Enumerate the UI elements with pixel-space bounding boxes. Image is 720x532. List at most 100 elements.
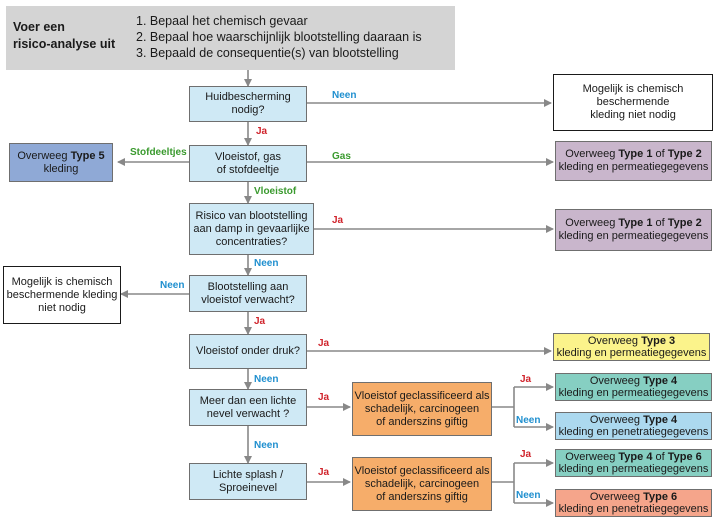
- outcome-pre: Overweeg: [589, 375, 644, 387]
- outcome-type: Type 2: [667, 148, 702, 160]
- c1-line: schadelijk, carcinogeen: [364, 402, 480, 415]
- outcome-post: kleding: [43, 162, 79, 175]
- c2-line: of anderszins giftig: [376, 490, 468, 503]
- outcome-mid: of: [652, 148, 668, 160]
- q7-line: Lichte splash /: [212, 468, 284, 481]
- q2-line: Vloeistof, gas: [214, 150, 282, 163]
- header-title: Voer een risico-analyse uit: [13, 19, 115, 53]
- outcome-pre: Overweeg: [565, 451, 619, 463]
- edge-label-ja: Ja: [318, 467, 330, 478]
- outcome-mid: of: [652, 217, 668, 229]
- edge-label-gas: Gas: [332, 151, 351, 162]
- edge-label-neen: Neen: [516, 415, 541, 426]
- edge-label-ja: Ja: [332, 215, 344, 226]
- q6-line: Meer dan een lichte: [199, 394, 297, 407]
- steps-list: 1. Bepaal het chemisch gevaar 2. Bepaal …: [136, 13, 422, 61]
- c1-line: Vloeistof geclassificeerd als: [354, 389, 490, 402]
- outcome-type: Type 5: [70, 149, 105, 162]
- outcome-pre: Overweeg: [587, 335, 642, 347]
- outcome-type: Type 2: [667, 217, 702, 229]
- q1-line: nodig?: [231, 104, 265, 116]
- q4-line: vloeistof verwacht?: [201, 293, 295, 306]
- edge-label-ja: Ja: [318, 338, 330, 349]
- outcome-pre: Overweeg: [589, 491, 644, 503]
- outcome-type: Type 3: [641, 335, 676, 347]
- risk-analysis-header: Voer een risico-analyse uit 1. Bepaal he…: [6, 6, 455, 70]
- edge-label-ja: Ja: [254, 316, 266, 327]
- q7-line: Sproeinevel: [218, 481, 278, 494]
- outcome-post: kleding en permeatiegegevens: [558, 230, 709, 242]
- outcome-type: Type 4: [643, 375, 678, 387]
- c1-line: of anderszins giftig: [376, 415, 468, 428]
- q5-line: Vloeistof onder druk?: [196, 345, 300, 357]
- outcome-type: Type 4: [618, 451, 653, 463]
- outcome-post: kleding en penetratiegegevens: [558, 503, 709, 515]
- q3-line: Risico van blootstelling: [195, 209, 308, 222]
- outcome-pre: Overweeg: [589, 414, 644, 426]
- outcome-line: kleding niet nodig: [590, 109, 676, 121]
- c2-line: schadelijk, carcinogeen: [364, 477, 480, 490]
- outcome-pre: Overweeg: [565, 148, 619, 160]
- outcome-type: Type 4: [643, 414, 678, 426]
- edge-label-stofdeeltjes: Stofdeeltjes: [130, 147, 187, 158]
- outcome-pre: Overweeg: [17, 149, 71, 162]
- header-title-line1: Voer een: [13, 20, 65, 34]
- outcome-type: Type 6: [667, 451, 702, 463]
- edge-label-neen: Neen: [516, 490, 541, 501]
- edge-label-ja: Ja: [256, 126, 268, 137]
- outcome-post: kleding en permeatiegegevens: [558, 387, 709, 399]
- outcome-line: beschermende kleding: [6, 288, 118, 301]
- outcome-type: Type 6: [643, 491, 678, 503]
- edge-label-ja: Ja: [318, 392, 330, 403]
- q6-line: nevel verwacht ?: [206, 407, 290, 420]
- edge-label-neen: Neen: [160, 280, 185, 291]
- edge-label-ja: Ja: [520, 374, 532, 385]
- q1-line: Huidbescherming: [205, 91, 291, 103]
- q2-line: of stofdeeltje: [216, 163, 280, 176]
- q3-line: aan damp in gevaarlijke: [193, 222, 310, 235]
- edge-label-neen: Neen: [332, 90, 357, 101]
- question-pressurised-liquid: Vloeistof onder druk?: [189, 334, 307, 369]
- edge-label-vloeistof: Vloeistof: [254, 186, 297, 197]
- step-item: 1. Bepaal het chemisch gevaar: [136, 14, 308, 28]
- outcome-pre: Overweeg: [565, 217, 619, 229]
- edge-label-neen: Neen: [254, 258, 279, 269]
- outcome-post: kleding en permeatiegegevens: [558, 463, 709, 475]
- outcome-post: kleding en permeatiegegevens: [556, 347, 707, 359]
- c2-line: Vloeistof geclassificeerd als: [354, 464, 490, 477]
- outcome-post: kleding en penetratiegegevens: [558, 426, 709, 438]
- outcome-line: niet nodig: [38, 301, 86, 314]
- outcome-line: Mogelijk is chemisch: [11, 275, 113, 288]
- edge-label-neen: Neen: [254, 440, 279, 451]
- outcome-line: Mogelijk is chemisch: [582, 83, 684, 95]
- outcome-line: beschermende: [596, 96, 670, 108]
- header-title-line2: risico-analyse uit: [13, 37, 116, 51]
- outcome-post: kleding en permeatiegegevens: [558, 161, 709, 173]
- outcome-type: Type 1: [618, 148, 653, 160]
- step-item: 2. Bepaal hoe waarschijnlijk blootstelli…: [136, 30, 422, 44]
- q4-line: Blootstelling aan: [207, 280, 289, 293]
- step-item: 3. Bepaald de consequentie(s) van bloots…: [136, 46, 399, 60]
- edge-label-ja: Ja: [520, 449, 532, 460]
- question-light-splash: Lichte splash /Sproeinevel: [189, 463, 307, 500]
- edge-label-neen: Neen: [254, 374, 279, 385]
- outcome-mid: of: [652, 451, 668, 463]
